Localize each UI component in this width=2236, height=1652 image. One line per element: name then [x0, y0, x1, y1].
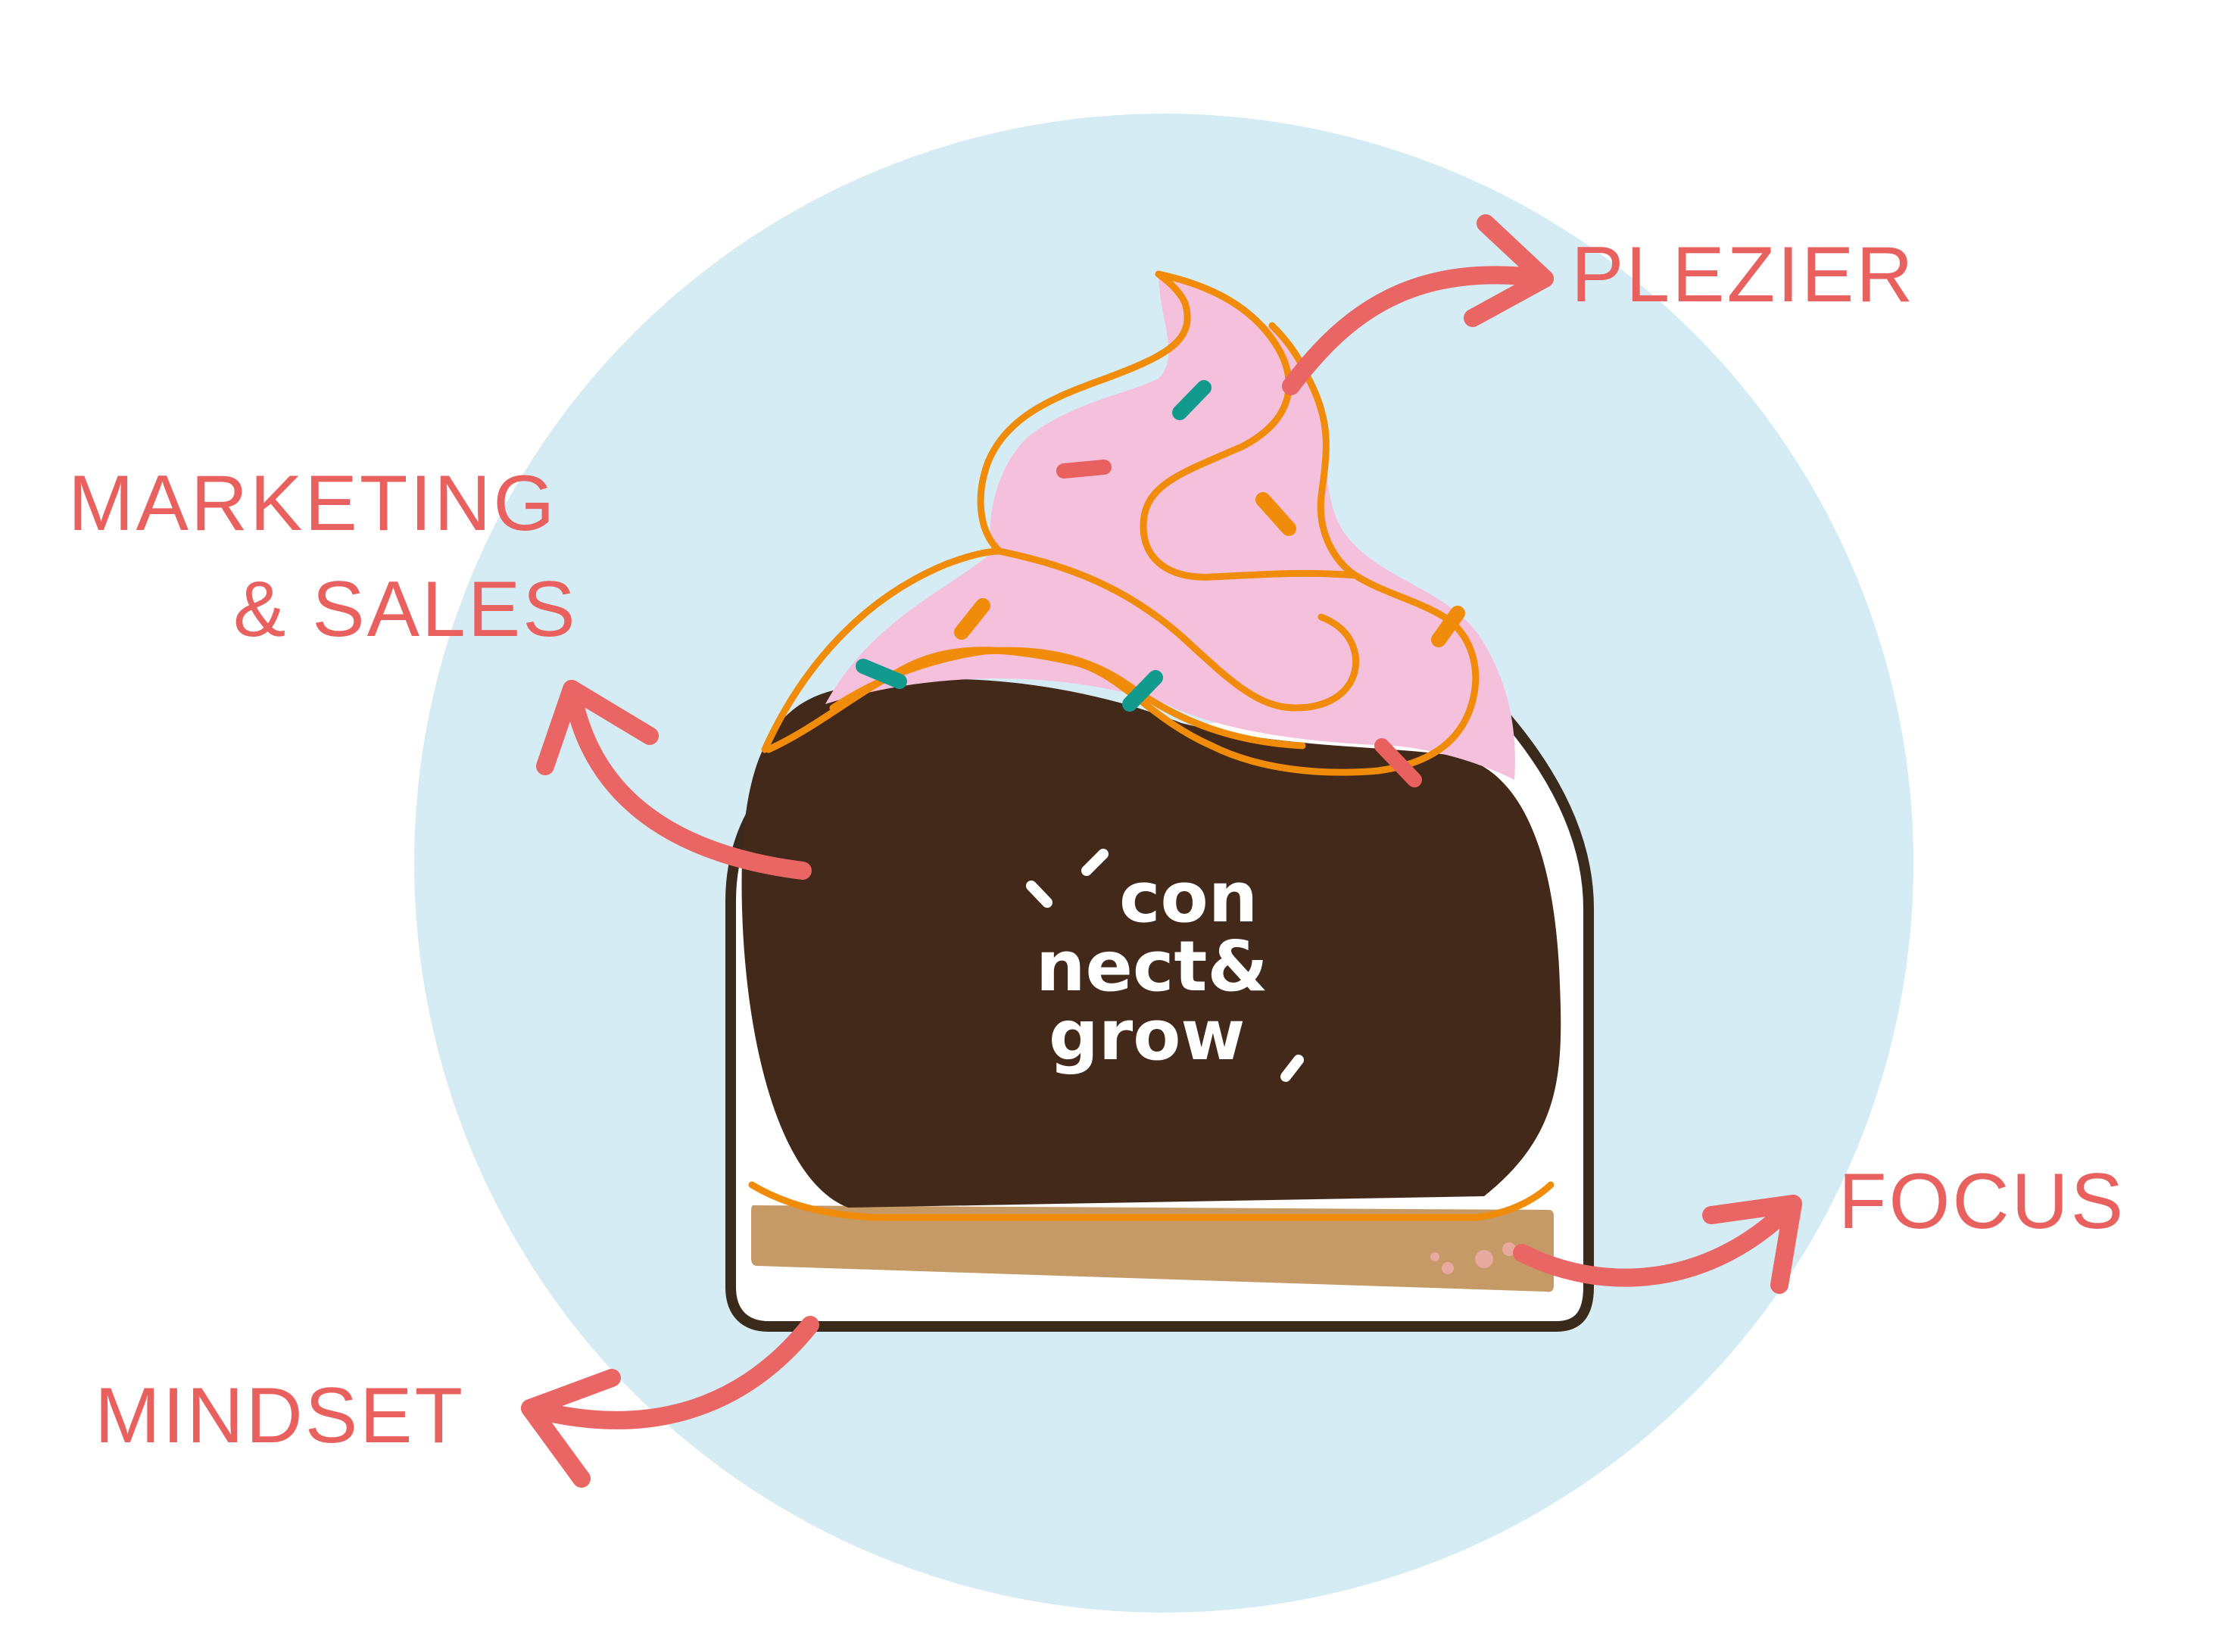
arrow-to-mindset	[521, 1316, 819, 1429]
label-marketing-line2: & SALES	[233, 566, 578, 653]
arrow-to-marketing	[563, 680, 812, 880]
logo-line-3: grow	[1049, 995, 1245, 1076]
sprinkle	[1172, 380, 1212, 420]
label-mindset: MINDSET	[95, 1372, 465, 1460]
caramel-line	[748, 1181, 1555, 1221]
arrow-head-focus	[1702, 1195, 1802, 1294]
sprinkle	[1374, 738, 1422, 787]
logo-tick-icon	[1026, 881, 1053, 908]
sprinkle	[1431, 606, 1465, 647]
connect-grow-logo: con nect& grow	[1026, 849, 1304, 1082]
logo-tick-icon	[1081, 849, 1109, 876]
biscuit-crumb	[1502, 1242, 1516, 1256]
biscuit-crumb	[1430, 1252, 1439, 1261]
label-plezier: PLEZIER	[1571, 231, 1915, 319]
cream-outline-lower	[765, 572, 1480, 776]
sprinkle	[1056, 460, 1112, 478]
label-focus: FOCUS	[1838, 1158, 2125, 1245]
arrows	[521, 214, 1802, 1488]
arrow-to-plezier	[1282, 266, 1554, 395]
logo-line-2: nect&	[1036, 926, 1268, 1007]
sprinkle	[1255, 492, 1296, 536]
logo-line-1: con	[1119, 857, 1258, 938]
chocolate-mousse	[741, 678, 1561, 1208]
sprinkle	[1122, 670, 1163, 712]
label-marketing-line1: MARKETING	[68, 460, 557, 547]
arrow-head-marketing	[536, 680, 659, 775]
arrow-to-focus	[1513, 1195, 1802, 1287]
arrow-head-plezier	[1464, 214, 1554, 327]
cream-outline	[761, 270, 1359, 753]
cream-outline-top	[829, 647, 1306, 750]
sprinkle	[856, 659, 907, 689]
sprinkle	[954, 598, 990, 640]
dessert-cup	[725, 270, 1594, 1332]
cream-outline-swirl	[996, 547, 1360, 712]
biscuit-base	[751, 1205, 1554, 1292]
arrow-head-mindset	[521, 1369, 621, 1488]
logo-tick-icon	[1280, 1055, 1304, 1082]
biscuit-crumb	[1442, 1262, 1454, 1274]
biscuit-crumb	[1475, 1250, 1493, 1268]
